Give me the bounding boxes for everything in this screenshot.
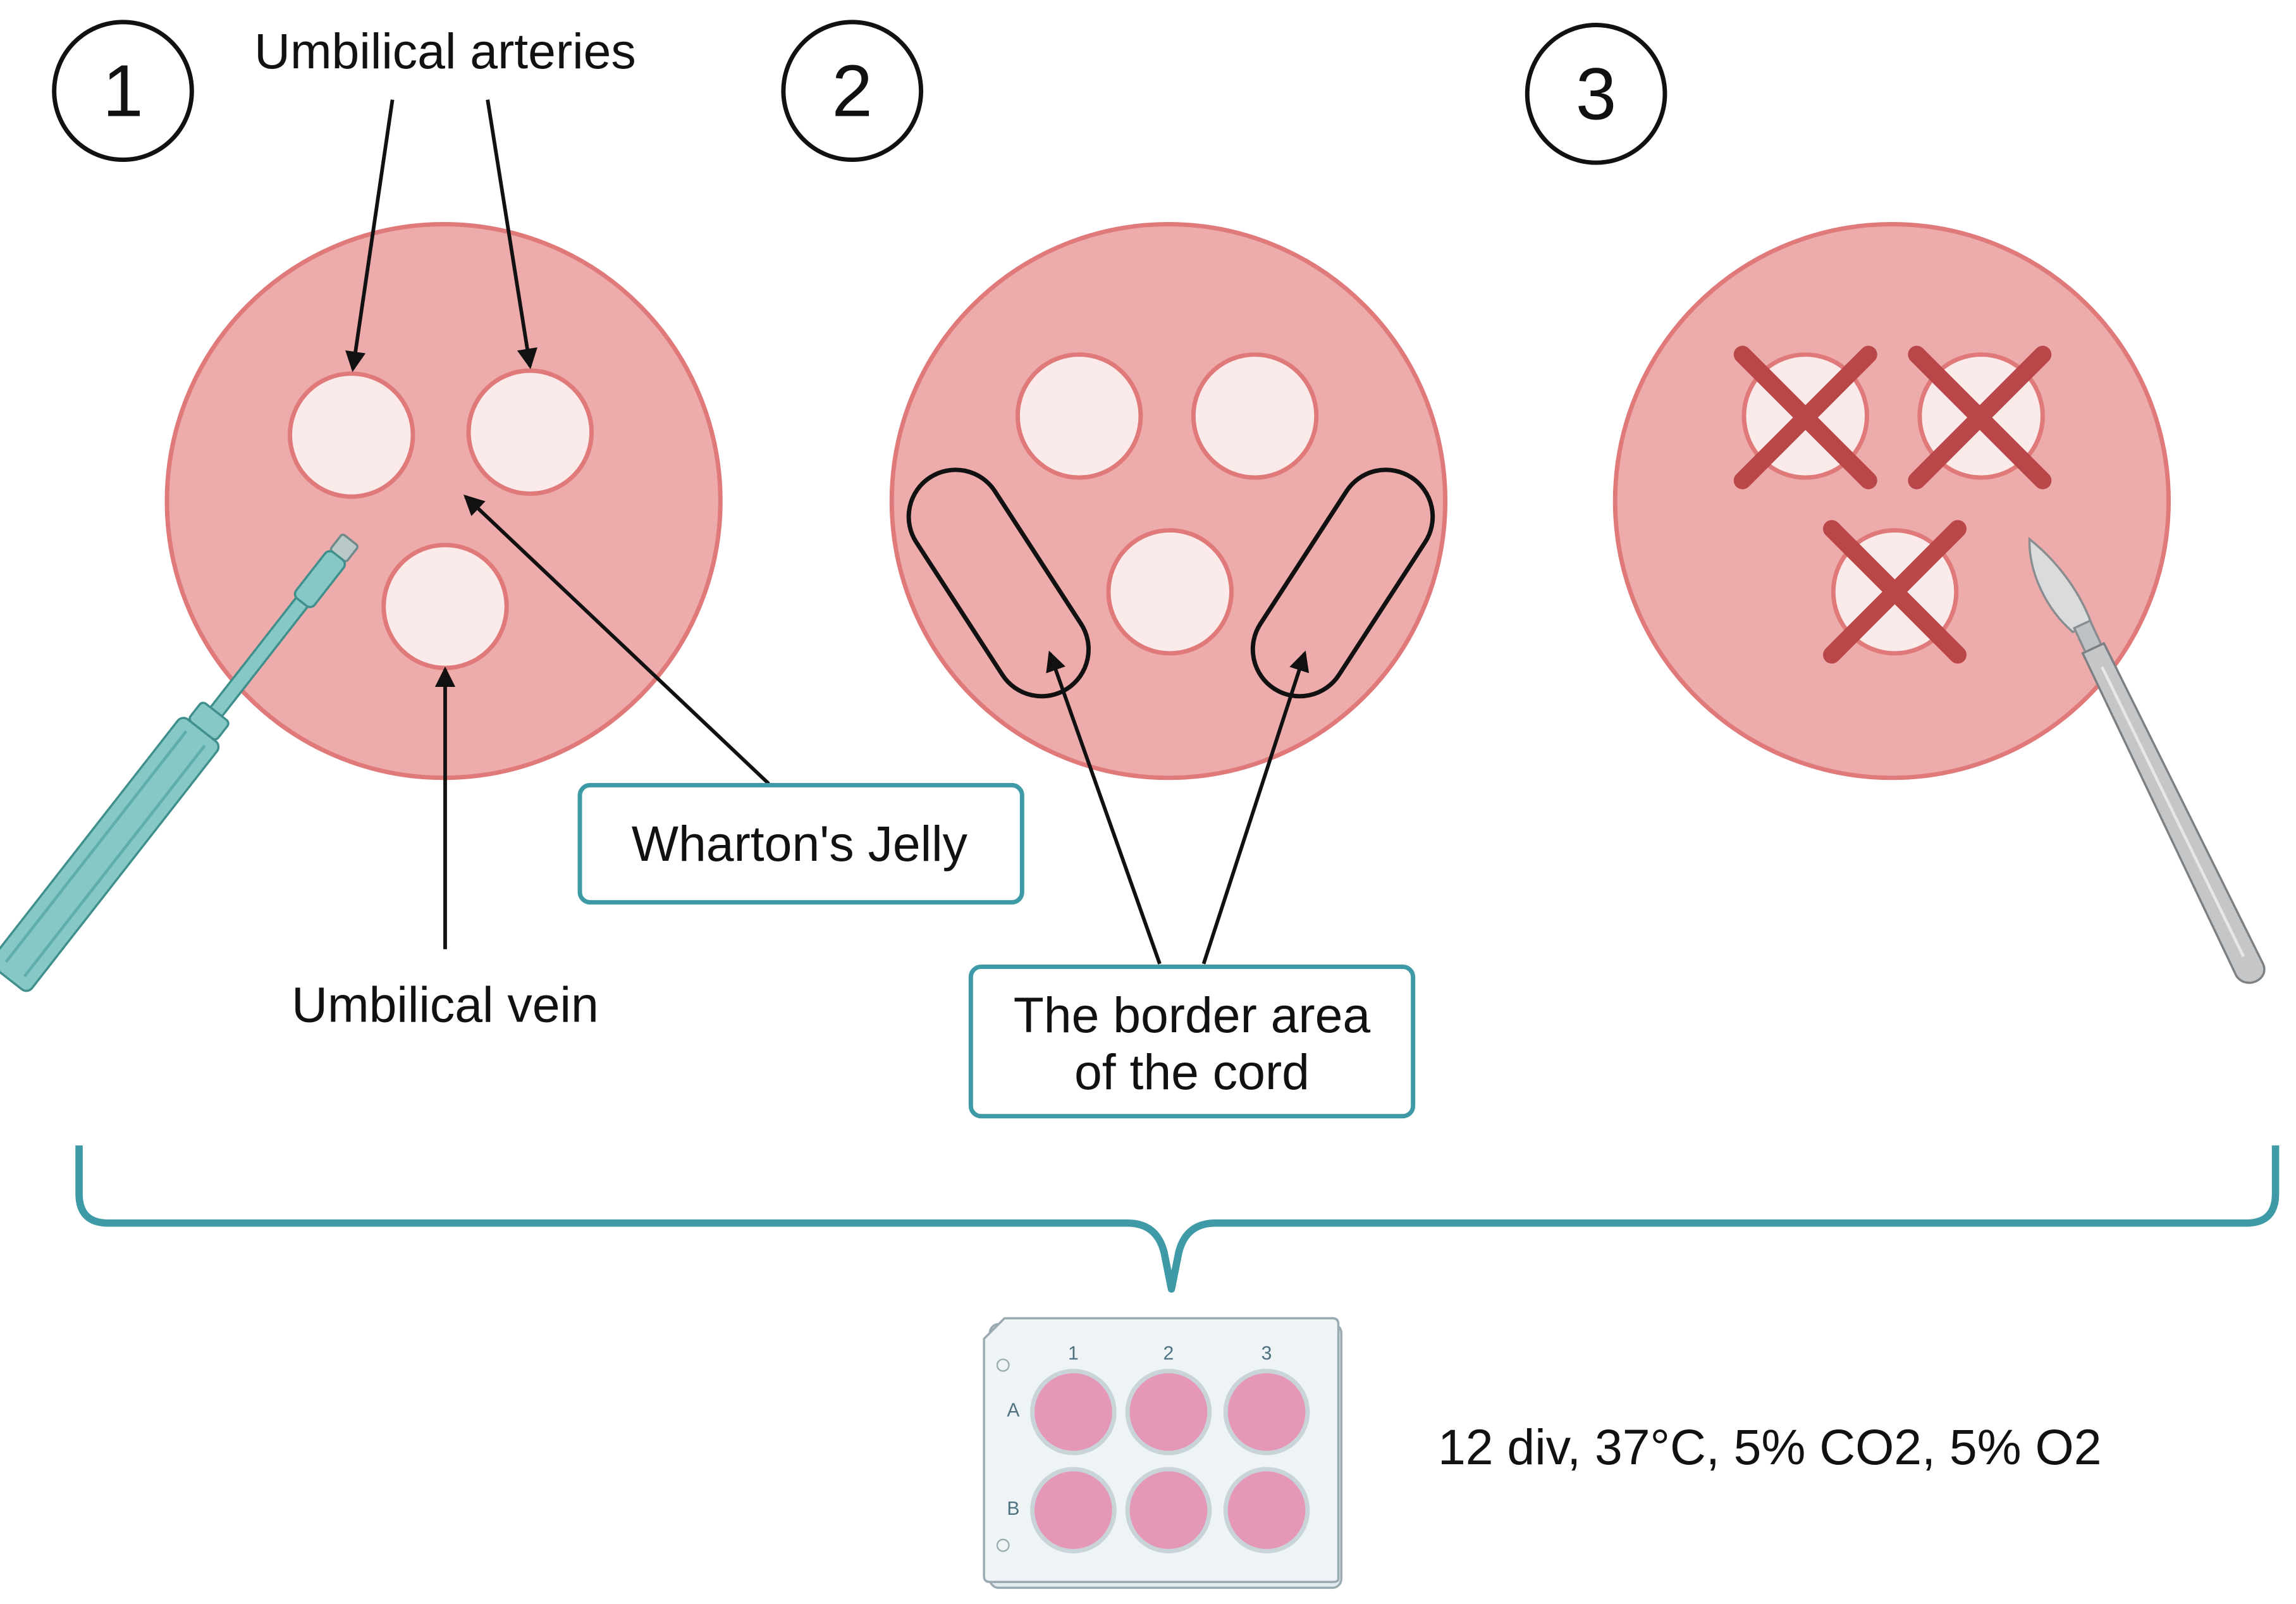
border-area-outline-left: [906, 467, 1091, 699]
arrow-to-whartons-jelly: [463, 494, 770, 786]
step-1-number: 1: [102, 50, 143, 132]
step-2-number: 2: [832, 50, 873, 132]
whartons-jelly-callout: Wharton's Jelly: [577, 782, 1024, 905]
border-area-outline-right: [1250, 467, 1435, 699]
umbilical-artery-right: [466, 368, 594, 497]
cord-cross-section-2: [889, 221, 1448, 780]
border-area-label-line1: The border area: [1014, 987, 1371, 1043]
cord-tissue: [889, 221, 1448, 780]
scalpel-icon: [2028, 536, 2266, 984]
well-a3: [1223, 1369, 1310, 1455]
cross-mark-icon: [1733, 345, 1877, 490]
plate-column-1: 1: [1068, 1343, 1079, 1364]
step-3-number: 3: [1576, 52, 1616, 135]
arrow-to-right-artery: [486, 99, 537, 369]
cross-mark-icon: [1823, 520, 1967, 664]
vein-2: [1106, 527, 1234, 656]
step-3-badge: 3: [1525, 23, 1667, 165]
plate-row-a: A: [1007, 1400, 1020, 1421]
step-2-badge: 2: [781, 20, 924, 163]
arrow-to-border-left: [1046, 650, 1162, 965]
culture-conditions-label: 12 div, 37°C, 5% CO2, 5% O2: [1438, 1419, 2101, 1475]
well-b1: [1030, 1467, 1117, 1553]
well-a2: [1125, 1369, 1212, 1455]
cross-mark-icon: [1908, 345, 2052, 490]
cord-tissue: [1612, 221, 2171, 780]
arrow-to-left-artery: [345, 99, 395, 373]
plate-column-3: 3: [1262, 1343, 1272, 1364]
artery-left-2: [1015, 352, 1143, 480]
well-b2: [1125, 1467, 1212, 1553]
cord-cross-section-1: [164, 221, 723, 780]
well-a1: [1030, 1369, 1117, 1455]
umbilical-vein-label: Umbilical vein: [292, 977, 599, 1033]
six-well-plate-icon: 1 2 3 A B: [983, 1317, 1342, 1589]
border-area-label-line2: of the cord: [1074, 1044, 1310, 1100]
well-b3: [1223, 1467, 1310, 1553]
biopsy-punch-icon: [0, 533, 359, 992]
step-1-badge: 1: [52, 20, 194, 163]
arrow-to-border-right: [1201, 650, 1310, 965]
umbilical-arteries-label: Umbilical arteries: [254, 23, 636, 79]
border-area-callout: The border area of the cord: [968, 965, 1416, 1119]
grouping-brace: [75, 1145, 2280, 1293]
whartons-jelly-label: Wharton's Jelly: [632, 816, 968, 872]
cord-cross-section-3: [1612, 221, 2171, 780]
plate-row-b: B: [1007, 1498, 1019, 1519]
artery-right-2: [1191, 352, 1319, 480]
umbilical-vein-circle: [381, 543, 509, 670]
plate-column-2: 2: [1163, 1343, 1174, 1364]
umbilical-artery-left: [288, 371, 415, 499]
